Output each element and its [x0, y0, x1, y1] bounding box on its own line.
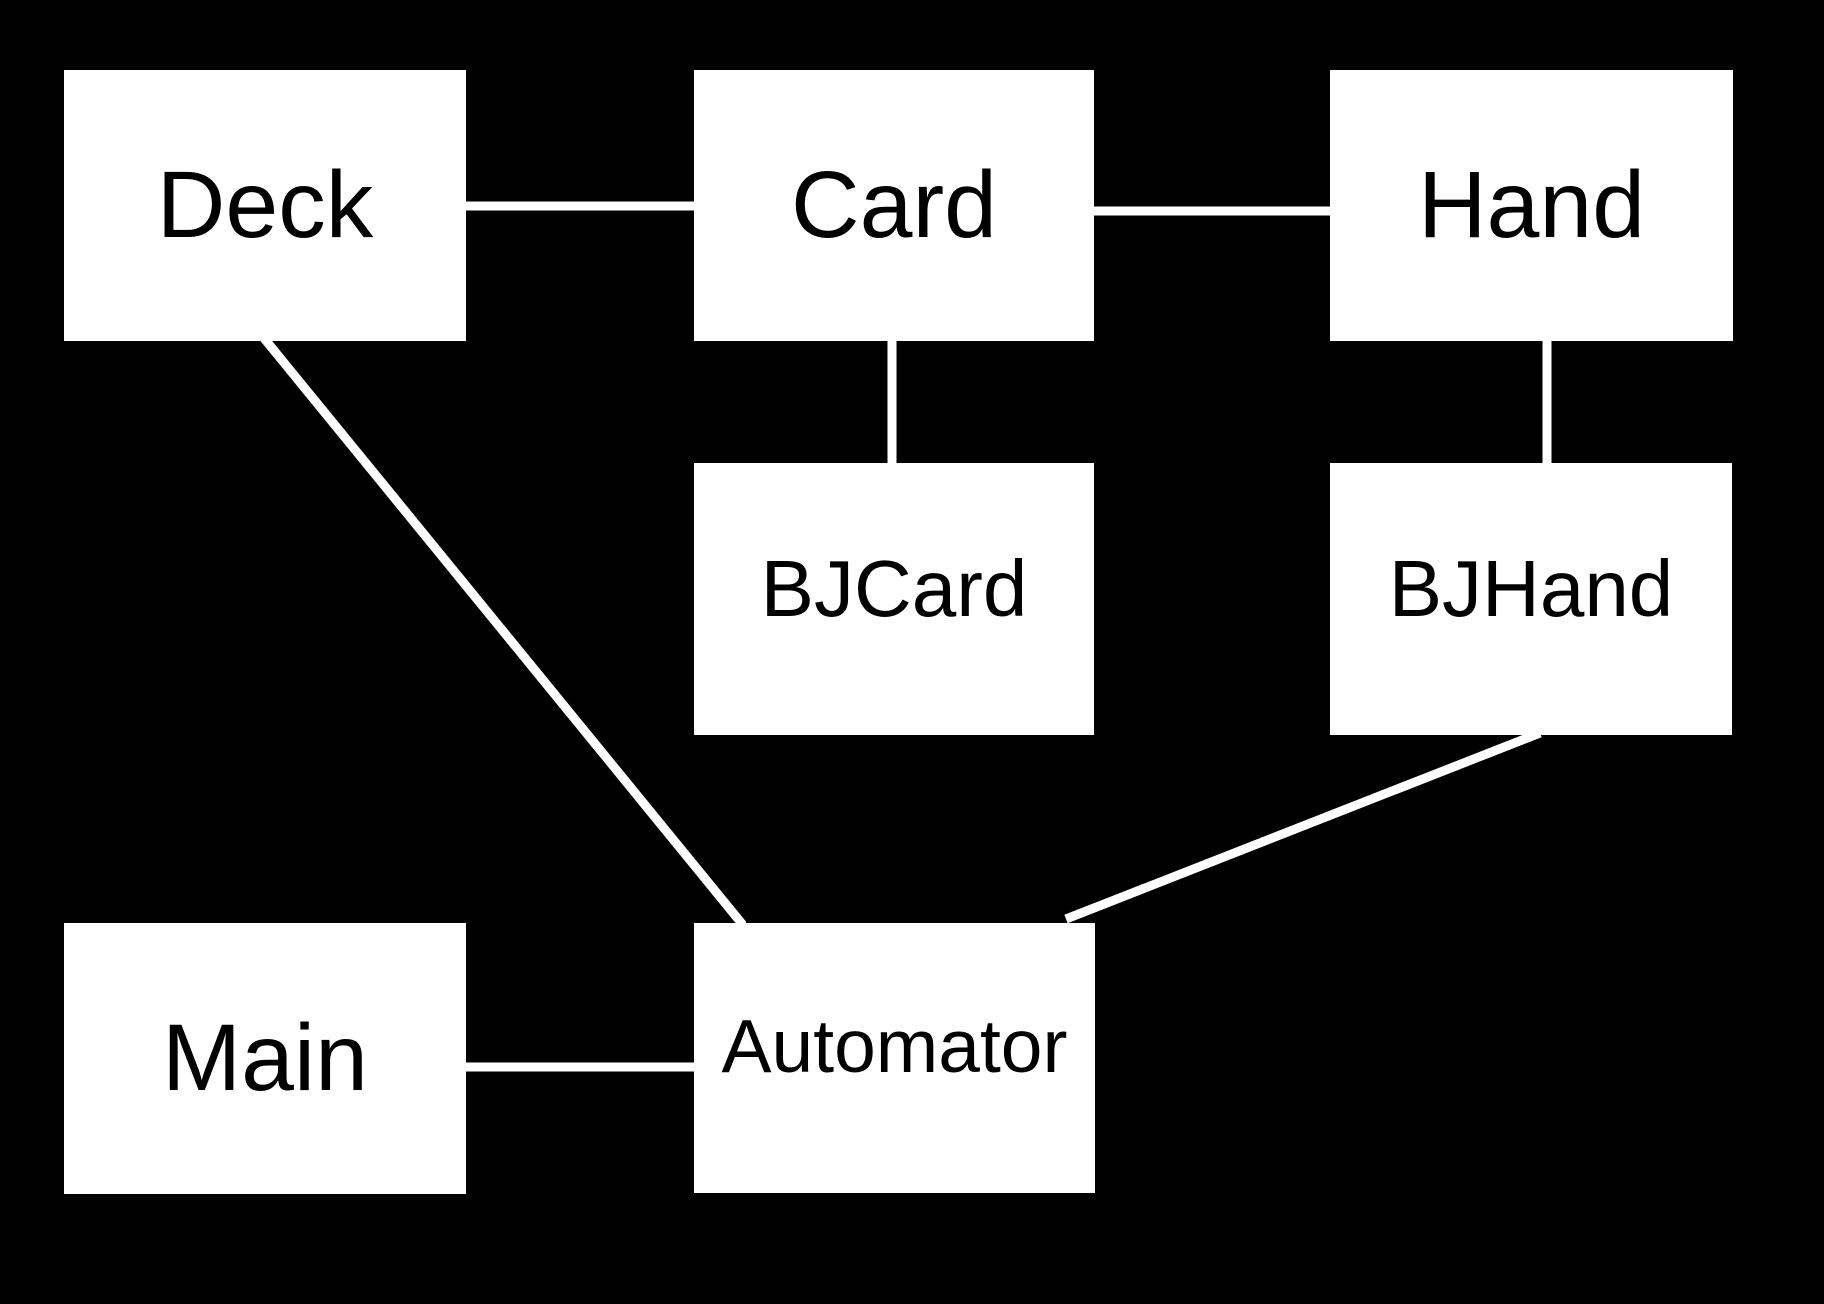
- node-bjcard: BJCard: [694, 463, 1094, 735]
- node-deck-label: Deck: [156, 152, 374, 258]
- node-automator: Automator: [694, 923, 1095, 1193]
- node-bjhand: BJHand: [1330, 463, 1732, 735]
- node-bjhand-label: BJHand: [1388, 544, 1674, 633]
- node-card-label: Card: [791, 152, 997, 258]
- node-hand-label: Hand: [1417, 152, 1646, 258]
- node-hand: Hand: [1330, 70, 1733, 341]
- edge-deck-automator: [259, 334, 747, 928]
- node-card: Card: [694, 70, 1094, 341]
- edge-bjhand-automator: [1064, 728, 1542, 924]
- node-main-label: Main: [162, 1005, 368, 1111]
- node-automator-label: Automator: [721, 1003, 1068, 1088]
- node-bjcard-label: BJCard: [760, 544, 1028, 633]
- node-deck: Deck: [64, 70, 466, 341]
- node-main: Main: [64, 923, 466, 1194]
